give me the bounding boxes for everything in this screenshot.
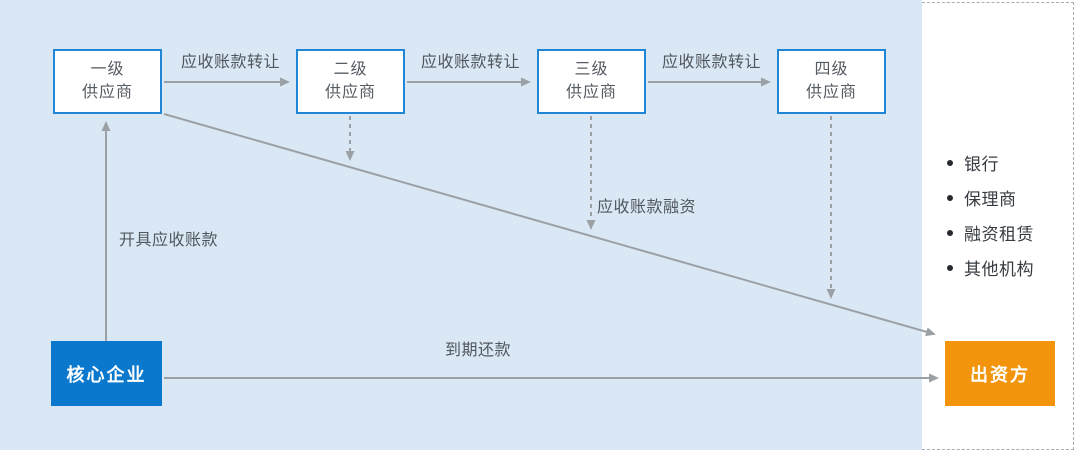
tier2-supplier-line1: 二级 (333, 61, 368, 78)
list-item-factor: 保理商 (947, 180, 1072, 215)
list-item-finance-leasing: 融资租赁 (947, 215, 1072, 250)
funder-label: 出资方 (970, 364, 1030, 385)
tier1-supplier-line2: 供应商 (81, 84, 133, 101)
funder-box: 出资方 (945, 341, 1055, 406)
tier4-supplier-line2: 供应商 (805, 84, 857, 101)
tier3-supplier-line2: 供应商 (565, 84, 617, 101)
tier3-supplier-line1: 三级 (574, 61, 609, 78)
transfer-label-1: 应收账款转让 (181, 54, 281, 71)
bullet-icon (947, 159, 953, 166)
tier3-supplier-box: 三级 供应商 (537, 49, 646, 114)
bullet-icon (947, 229, 953, 236)
bullet-icon (947, 264, 953, 271)
receivable-financing-label: 应收账款融资 (597, 199, 697, 216)
tier2-supplier-box: 二级 供应商 (296, 49, 405, 114)
tier1-supplier-line1: 一级 (90, 61, 125, 78)
list-item-bank: 银行 (947, 145, 1072, 180)
core-enterprise-box: 核心企业 (51, 341, 162, 406)
bullet-icon (947, 194, 953, 201)
transfer-label-2: 应收账款转让 (421, 54, 521, 71)
repay-at-maturity-label: 到期还款 (445, 342, 512, 359)
tier2-supplier-line2: 供应商 (324, 84, 376, 101)
institution-label: 其他机构 (964, 260, 1034, 279)
issue-receivable-label: 开具应收账款 (119, 232, 219, 249)
funding-institutions-list: 银行 保理商 融资租赁 其他机构 (947, 145, 1072, 285)
tier4-supplier-line1: 四级 (814, 61, 849, 78)
tier1-supplier-box: 一级 供应商 (53, 49, 162, 114)
institution-label: 银行 (964, 155, 999, 174)
core-enterprise-label: 核心企业 (66, 364, 147, 385)
list-item-other-institutions: 其他机构 (947, 250, 1072, 285)
institution-label: 保理商 (964, 190, 1017, 209)
institution-label: 融资租赁 (964, 225, 1034, 244)
tier4-supplier-box: 四级 供应商 (777, 49, 886, 114)
transfer-label-3: 应收账款转让 (662, 54, 762, 71)
